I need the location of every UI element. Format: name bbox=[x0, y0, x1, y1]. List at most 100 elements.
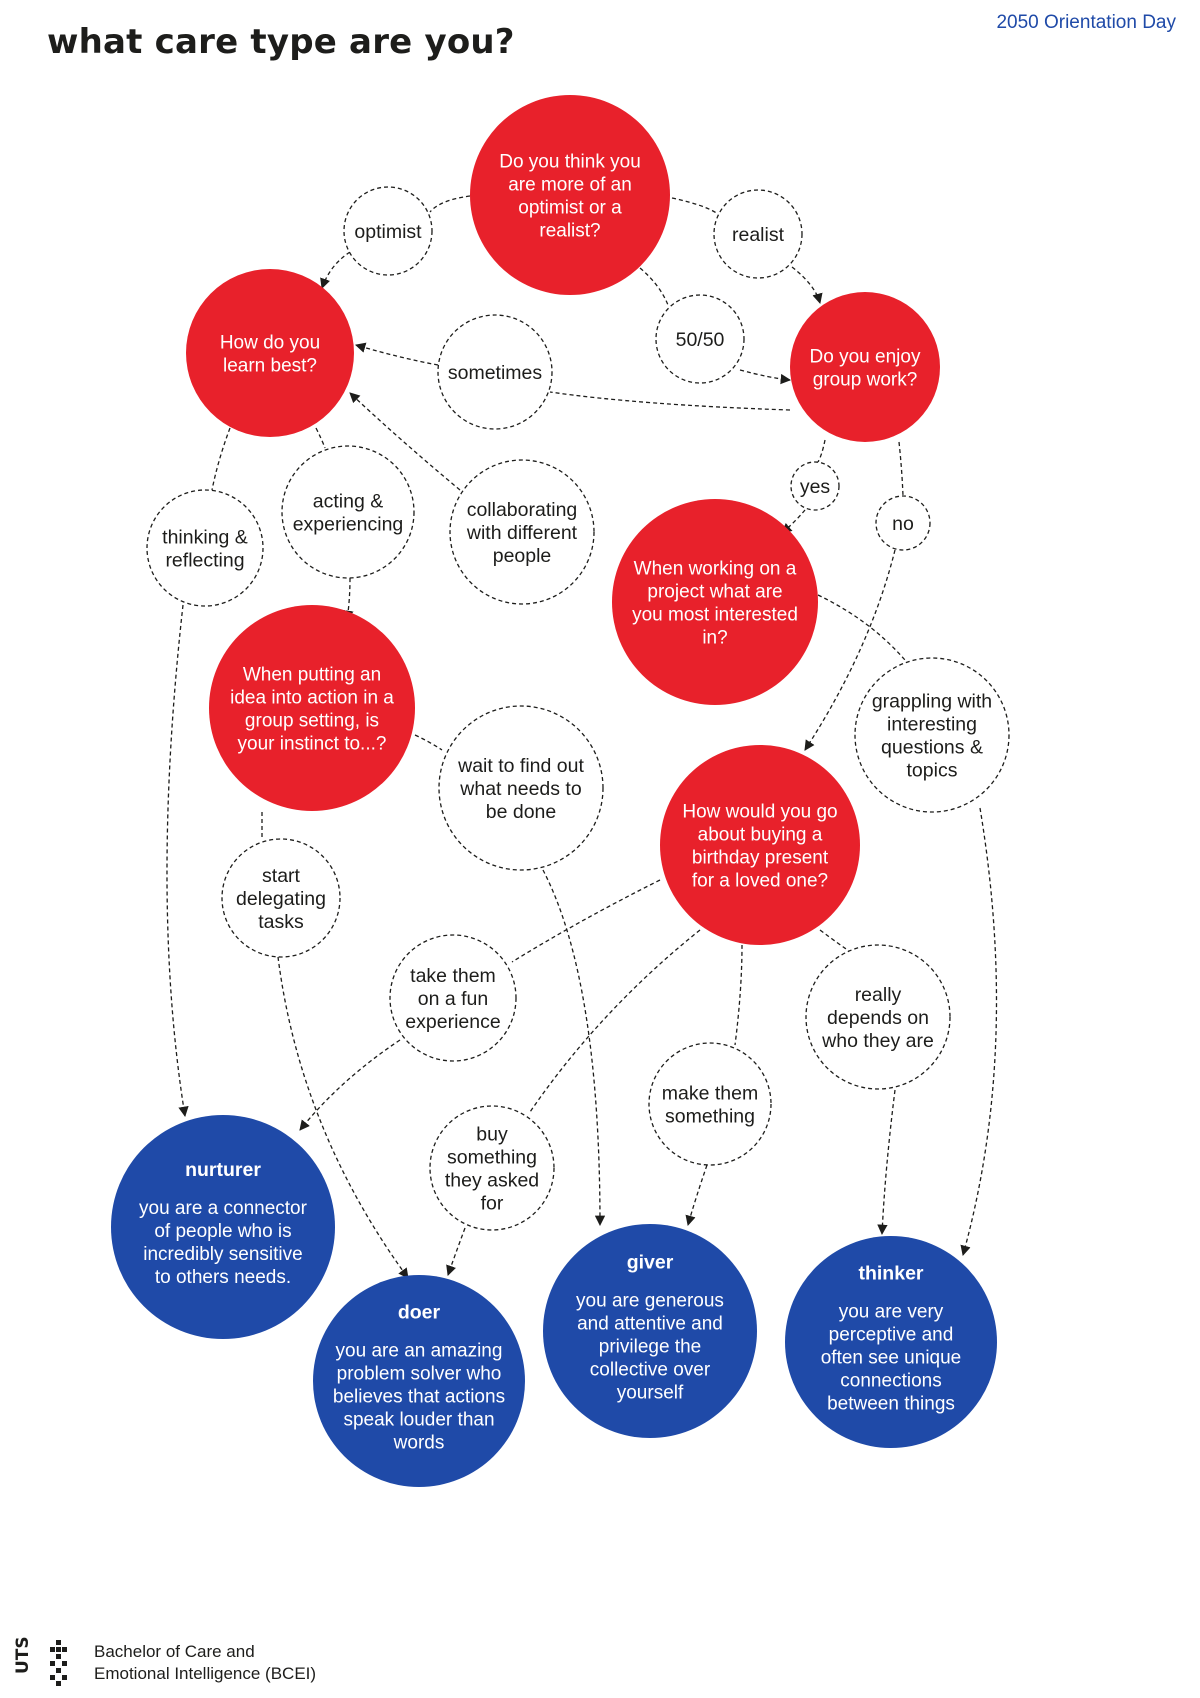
question-text-line: project what are bbox=[647, 582, 782, 603]
question-text-line: you most interested bbox=[632, 605, 798, 626]
answer-text-line: buy bbox=[476, 1124, 508, 1146]
event-title: 2050 Orientation Day bbox=[996, 12, 1176, 33]
connector-line bbox=[414, 734, 443, 751]
result-name: thinker bbox=[858, 1263, 923, 1285]
answer-bubble bbox=[281, 445, 415, 579]
answer-yes: yes bbox=[790, 461, 840, 511]
answer-text-line: tasks bbox=[258, 911, 304, 933]
connector-line bbox=[804, 549, 896, 751]
connector-line bbox=[315, 427, 326, 449]
connector-line bbox=[299, 1039, 401, 1131]
answer-text-line: depends on bbox=[827, 1007, 929, 1029]
question-bubble bbox=[660, 745, 860, 945]
footer-line-2: Emotional Intelligence (BCEI) bbox=[94, 1664, 317, 1683]
answer-text-line: reflecting bbox=[165, 550, 244, 572]
answer-text-line: make them bbox=[662, 1083, 758, 1105]
result-description-line: you are very bbox=[839, 1302, 944, 1323]
answer-bubble bbox=[146, 489, 264, 607]
uts-logo-text: UTS bbox=[13, 1636, 33, 1674]
result-description-line: often see unique bbox=[821, 1348, 962, 1369]
answer-bubble bbox=[437, 314, 553, 430]
connector-line bbox=[511, 879, 661, 963]
answer-text-line: topics bbox=[907, 760, 958, 782]
connector-line bbox=[734, 944, 743, 1046]
answer-text-line: start bbox=[262, 865, 301, 887]
connector-line bbox=[877, 1089, 896, 1236]
result-description-line: believes that actions bbox=[333, 1387, 505, 1408]
answer-fifty: 50/50 bbox=[655, 294, 745, 384]
connector-line bbox=[817, 594, 906, 661]
question-text-line: How do you bbox=[220, 333, 320, 354]
connector-line bbox=[542, 869, 606, 1227]
answer-text-line: they asked bbox=[445, 1170, 539, 1192]
answer-bubble bbox=[429, 1105, 555, 1231]
answer-bubble bbox=[648, 1042, 772, 1166]
connector-line bbox=[529, 929, 701, 1113]
answer-bubble bbox=[449, 459, 595, 605]
answer-text-line: be done bbox=[486, 801, 557, 823]
result-description-line: yourself bbox=[617, 1383, 684, 1404]
result-description-line: privilege the bbox=[599, 1337, 701, 1358]
answer-text-line: collaborating bbox=[467, 499, 578, 521]
connector-line bbox=[898, 441, 904, 497]
connector-line bbox=[277, 956, 409, 1279]
answer-text-line: thinking & bbox=[162, 527, 248, 549]
connector-line bbox=[211, 427, 231, 491]
question-text-line: realist? bbox=[539, 221, 600, 242]
answer-text-line: realist bbox=[732, 224, 785, 246]
question-text-line: Do you enjoy bbox=[810, 347, 921, 368]
answer-text-line: what needs to bbox=[459, 778, 582, 800]
answer-bubble bbox=[790, 461, 840, 511]
question-bubble bbox=[186, 269, 354, 437]
footer-line-1: Bachelor of Care and bbox=[94, 1642, 255, 1661]
question-text-line: your instinct to...? bbox=[238, 734, 387, 755]
result-description-line: you are a connector bbox=[139, 1198, 308, 1219]
result-description-line: speak louder than bbox=[343, 1410, 494, 1431]
result-bubble bbox=[313, 1275, 525, 1487]
connector-line bbox=[429, 195, 471, 213]
connector-line bbox=[685, 1164, 708, 1227]
answer-text-line: experiencing bbox=[293, 514, 404, 536]
answer-thinking: thinking &reflecting bbox=[146, 489, 264, 607]
connector-lines bbox=[166, 195, 998, 1279]
answer-bubble bbox=[343, 186, 433, 276]
connector-line bbox=[355, 342, 439, 366]
result-description-line: between things bbox=[827, 1394, 955, 1415]
footer: UTS Bachelor of Care and Emotional Intel… bbox=[13, 1636, 316, 1686]
question-text-line: How would you go bbox=[682, 802, 837, 823]
answer-text-line: something bbox=[665, 1106, 755, 1128]
result-name: nurturer bbox=[185, 1159, 261, 1181]
result-description-line: to others needs. bbox=[155, 1267, 291, 1288]
answer-text-line: take them bbox=[410, 965, 496, 987]
uts-crest-icon bbox=[50, 1640, 67, 1686]
footer-text: Bachelor of Care and Emotional Intellige… bbox=[94, 1641, 316, 1685]
result-description-line: problem solver who bbox=[337, 1364, 502, 1385]
answer-text-line: for bbox=[481, 1193, 504, 1215]
answer-text-line: questions & bbox=[881, 737, 983, 759]
answer-bubble bbox=[655, 294, 745, 384]
question-bubble bbox=[209, 605, 415, 811]
question-text-line: When putting an bbox=[243, 665, 381, 686]
result-description-line: collective over bbox=[590, 1360, 711, 1381]
question-text-line: group setting, is bbox=[245, 711, 379, 732]
question-text-line: in? bbox=[702, 628, 727, 649]
question-text-line: about buying a bbox=[698, 825, 823, 846]
connector-line bbox=[446, 1227, 466, 1276]
question-bubble bbox=[612, 499, 818, 705]
answer-text-line: on a fun bbox=[418, 988, 488, 1010]
connector-line bbox=[549, 391, 791, 411]
result-description-line: you are generous bbox=[576, 1291, 724, 1312]
question-text-line: learn best? bbox=[223, 356, 317, 377]
question-bubble bbox=[470, 95, 670, 295]
answer-text-line: something bbox=[447, 1147, 537, 1169]
answer-bubble bbox=[389, 934, 517, 1062]
